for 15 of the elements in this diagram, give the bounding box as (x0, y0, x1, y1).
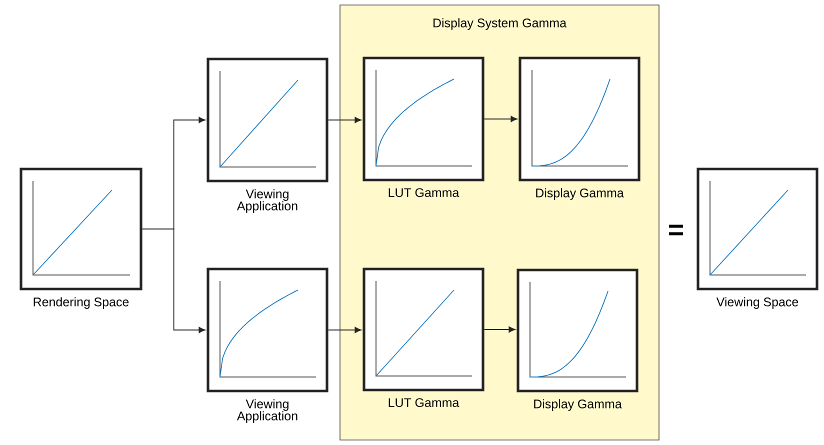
arrow (484, 326, 516, 333)
arrow (484, 116, 518, 122)
panel-title: Display System Gamma (434, 18, 566, 30)
arrow (328, 326, 362, 334)
graph-caption: LUT Gamma (388, 188, 460, 198)
graph-caption: LUT Gamma (388, 398, 460, 408)
equals-sign: = (669, 224, 684, 236)
graph-caption: Viewing Application (236, 399, 298, 423)
arrow (142, 228, 206, 334)
graph-caption: Viewing Space (716, 297, 798, 309)
graph-caption: Display Gamma (536, 188, 624, 200)
graph-caption: Display Gamma (534, 399, 622, 411)
graph-caption: Viewing Application (236, 189, 298, 213)
graph-caption: Rendering Space (34, 297, 129, 309)
arrow (328, 116, 362, 124)
